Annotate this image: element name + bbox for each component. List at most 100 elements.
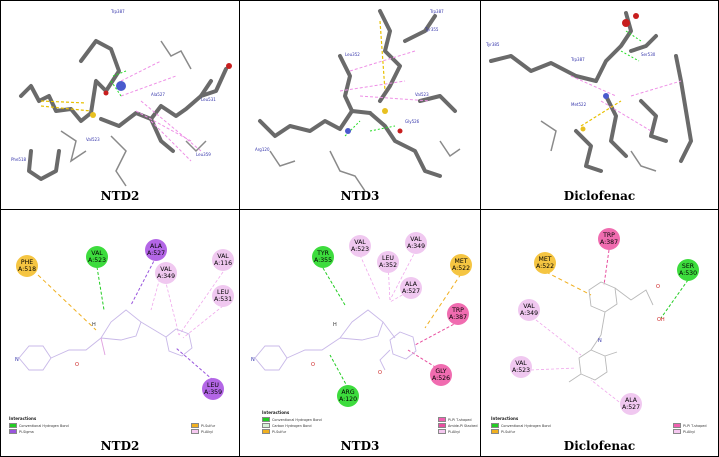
chem-atom-n: N — [251, 357, 255, 363]
svg-text:A:387: A:387 — [600, 239, 618, 246]
residue-val-116: VAL A:116 — [212, 249, 234, 271]
panel-caption: Diclofenac — [563, 439, 636, 453]
residue-met-522: MET A:522 — [534, 252, 556, 274]
svg-text:LEU: LEU — [217, 289, 229, 296]
svg-text:A:352: A:352 — [379, 262, 397, 269]
panel-caption: NTD3 — [340, 189, 380, 203]
svg-text:VAL: VAL — [160, 266, 172, 273]
svg-text:ALA: ALA — [405, 281, 418, 288]
atom-label: Gly526 — [405, 119, 420, 124]
svg-text:A:518: A:518 — [18, 266, 36, 273]
svg-text:A:116: A:116 — [214, 260, 232, 267]
svg-text:VAL: VAL — [354, 239, 366, 246]
panel-3d-ntd2: Trp387 Leu531 Phe518 Val523 Ala527 Leu35… — [0, 0, 240, 210]
svg-text:PHE: PHE — [21, 259, 33, 266]
svg-text:A:387: A:387 — [449, 314, 467, 321]
atom-label: Met522 — [571, 102, 587, 107]
legend-item: Pi-Sulfur — [262, 429, 286, 434]
legend-item: Conventional Hydrogen Bond — [9, 423, 69, 428]
svg-text:A:523: A:523 — [512, 367, 530, 374]
svg-text:ALA: ALA — [150, 243, 163, 250]
svg-text:A:523: A:523 — [351, 246, 369, 253]
panel-caption: Diclofenac — [563, 189, 636, 203]
atom-label: Trp387 — [570, 57, 585, 62]
svg-text:TYR: TYR — [316, 250, 330, 257]
chem-atom-h: H — [92, 322, 96, 328]
residue-val-349: VAL A:349 — [518, 299, 540, 321]
legend-item: Amide-Pi Stacked — [438, 423, 478, 428]
2d-interaction-ntd3: N O O H TYR A:355 VAL A:523 LEU A:352 VA — [251, 232, 472, 407]
chem-atom-o: O — [311, 362, 315, 368]
residue-ala-527: ALA A:527 — [620, 393, 642, 415]
3d-structure-diclofenac: Tyr385 Trp387 Ser530 Met522 — [485, 11, 693, 173]
atom-label: Leu359 — [196, 152, 211, 157]
residue-leu-359: LEU A:359 — [202, 378, 224, 400]
2d-interaction-diclofenac: O OH N TRP A:387 MET A:522 SER A:530 VAL — [510, 228, 699, 415]
atom-label: Arg120 — [255, 147, 270, 152]
chem-atom-o: O — [378, 370, 382, 376]
svg-text:A:349: A:349 — [520, 310, 538, 317]
svg-text:A:526: A:526 — [432, 375, 450, 382]
panel-caption: NTD3 — [340, 439, 380, 453]
svg-text:LEU: LEU — [382, 255, 394, 262]
legend-item: Pi-Sulfur — [191, 423, 215, 428]
residue-phe-518: PHE A:518 — [16, 255, 38, 277]
svg-text:A:527: A:527 — [402, 288, 420, 295]
chem-atom-n: N — [15, 357, 19, 363]
svg-text:A:522: A:522 — [452, 265, 470, 272]
svg-text:TRP: TRP — [451, 307, 464, 314]
legend-item: Pi-Pi T-shaped — [438, 417, 472, 422]
residue-ala-527: ALA A:527 — [145, 239, 167, 261]
panel-caption: NTD2 — [100, 189, 140, 203]
svg-text:VAL: VAL — [217, 253, 229, 260]
atom-label: Ala527 — [151, 92, 165, 97]
residue-gly-526: GLY A:526 — [430, 364, 452, 386]
residue-val-523: VAL A:523 — [349, 235, 371, 257]
residue-val-523: VAL A:523 — [510, 356, 532, 378]
atom-label: Tyr385 — [485, 42, 500, 47]
svg-text:A:531: A:531 — [214, 296, 232, 303]
panel-2d-ntd3: N O O H TYR A:355 VAL A:523 LEU A:352 VA — [239, 209, 481, 457]
3d-structure-ntd3: Leu352 Trp387 Tyr355 Val523 Arg120 Gly52… — [255, 9, 461, 192]
3d-structure-ntd2: Trp387 Leu531 Phe518 Val523 Ala527 Leu35… — [11, 9, 232, 187]
svg-text:A:523: A:523 — [88, 257, 106, 264]
svg-text:MET: MET — [538, 256, 551, 263]
residue-trp-387: TRP A:387 — [598, 228, 620, 250]
residue-leu-352: LEU A:352 — [377, 251, 399, 273]
residue-tyr-355: TYR A:355 — [312, 246, 334, 268]
svg-text:TRP: TRP — [602, 232, 615, 239]
svg-text:A:527: A:527 — [622, 404, 640, 411]
panel-2d-diclofenac: O OH N TRP A:387 MET A:522 SER A:530 VAL — [480, 209, 719, 457]
chem-atom-o: O — [75, 362, 79, 368]
legend-item: Conventional Hydrogen Bond — [491, 423, 551, 428]
svg-text:SER: SER — [682, 263, 695, 270]
atom-label: Ser530 — [641, 52, 656, 57]
svg-text:A:522: A:522 — [536, 263, 554, 270]
residue-val-349: VAL A:349 — [155, 262, 177, 284]
atom-label: Trp387 — [429, 9, 444, 14]
atom-label: Val523 — [415, 92, 429, 97]
svg-text:A:120: A:120 — [339, 396, 357, 403]
residue-leu-531: LEU A:531 — [212, 285, 234, 307]
residue-val-523: VAL A:523 — [86, 246, 108, 268]
svg-text:VAL: VAL — [410, 236, 422, 243]
panel-2d-ntd2: N O H PHE A:518 VAL A:523 ALA A:527 VAL — [0, 209, 240, 457]
svg-text:GLY: GLY — [435, 368, 446, 375]
chem-atom-n: N — [598, 338, 602, 344]
2d-interaction-ntd2: N O H PHE A:518 VAL A:523 ALA A:527 VAL — [15, 239, 234, 400]
chem-atom-oh: OH — [657, 317, 665, 323]
residue-ala-527: ALA A:527 — [400, 277, 422, 299]
residue-arg-120: ARG A:120 — [337, 385, 359, 407]
residue-ser-530: SER A:530 — [677, 259, 699, 281]
legend-item: Pi-Sigma — [9, 429, 34, 434]
svg-text:A:359: A:359 — [204, 389, 222, 396]
atom-label: Leu352 — [345, 52, 360, 57]
svg-text:A:349: A:349 — [157, 273, 175, 280]
chem-atom-o: O — [656, 284, 660, 290]
residue-met-522: MET A:522 — [450, 254, 472, 276]
legend-item: Pi-Pi T-shaped — [673, 423, 707, 428]
svg-text:ARG: ARG — [341, 389, 355, 396]
atom-label: Leu531 — [201, 97, 216, 102]
legend-item: Pi-Alkyl — [438, 429, 460, 434]
residue-trp-387: TRP A:387 — [447, 303, 469, 325]
